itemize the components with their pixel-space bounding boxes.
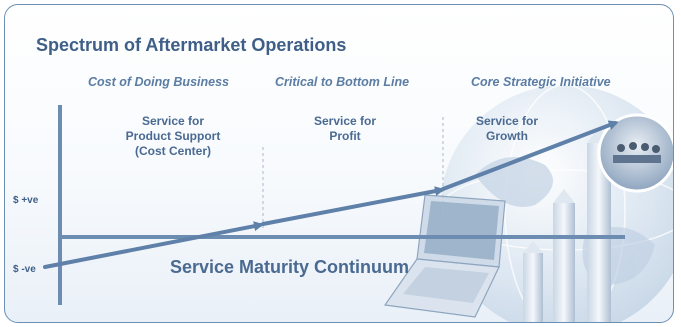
phase-label-critical: Critical to Bottom Line bbox=[275, 75, 410, 89]
stage-line: Product Support bbox=[125, 129, 221, 143]
stage-line: Service for bbox=[141, 114, 205, 128]
stage-line: Growth bbox=[486, 129, 528, 143]
stage-line: Service for bbox=[313, 114, 377, 128]
stage-line: Service for bbox=[475, 114, 539, 128]
rising-bars-graphic bbox=[523, 127, 611, 322]
stage-line: Profit bbox=[329, 129, 361, 143]
stage-growth: Service for Growth bbox=[457, 114, 557, 144]
diagram-title: Spectrum of Aftermarket Operations bbox=[36, 35, 347, 55]
stage-line: (Cost Center) bbox=[134, 144, 211, 158]
continuum-label: Service Maturity Continuum bbox=[170, 257, 410, 277]
diagram-artwork bbox=[43, 84, 673, 322]
diagram-frame: Spectrum of Aftermarket Operations Cost … bbox=[4, 4, 674, 323]
y-axis-positive-label: $ +ve bbox=[13, 195, 39, 206]
phase-label-cost: Cost of Doing Business bbox=[88, 75, 229, 89]
meeting-photo-circle bbox=[597, 113, 673, 193]
laptop-graphic bbox=[383, 194, 506, 318]
stage-profit: Service for Profit bbox=[295, 114, 395, 144]
y-axis-negative-label: $ -ve bbox=[13, 264, 36, 275]
stage-product-support: Service for Product Support (Cost Center… bbox=[113, 114, 233, 159]
growth-trend-arrow bbox=[43, 120, 619, 269]
phase-label-strategic: Core Strategic Initiative bbox=[471, 75, 611, 89]
